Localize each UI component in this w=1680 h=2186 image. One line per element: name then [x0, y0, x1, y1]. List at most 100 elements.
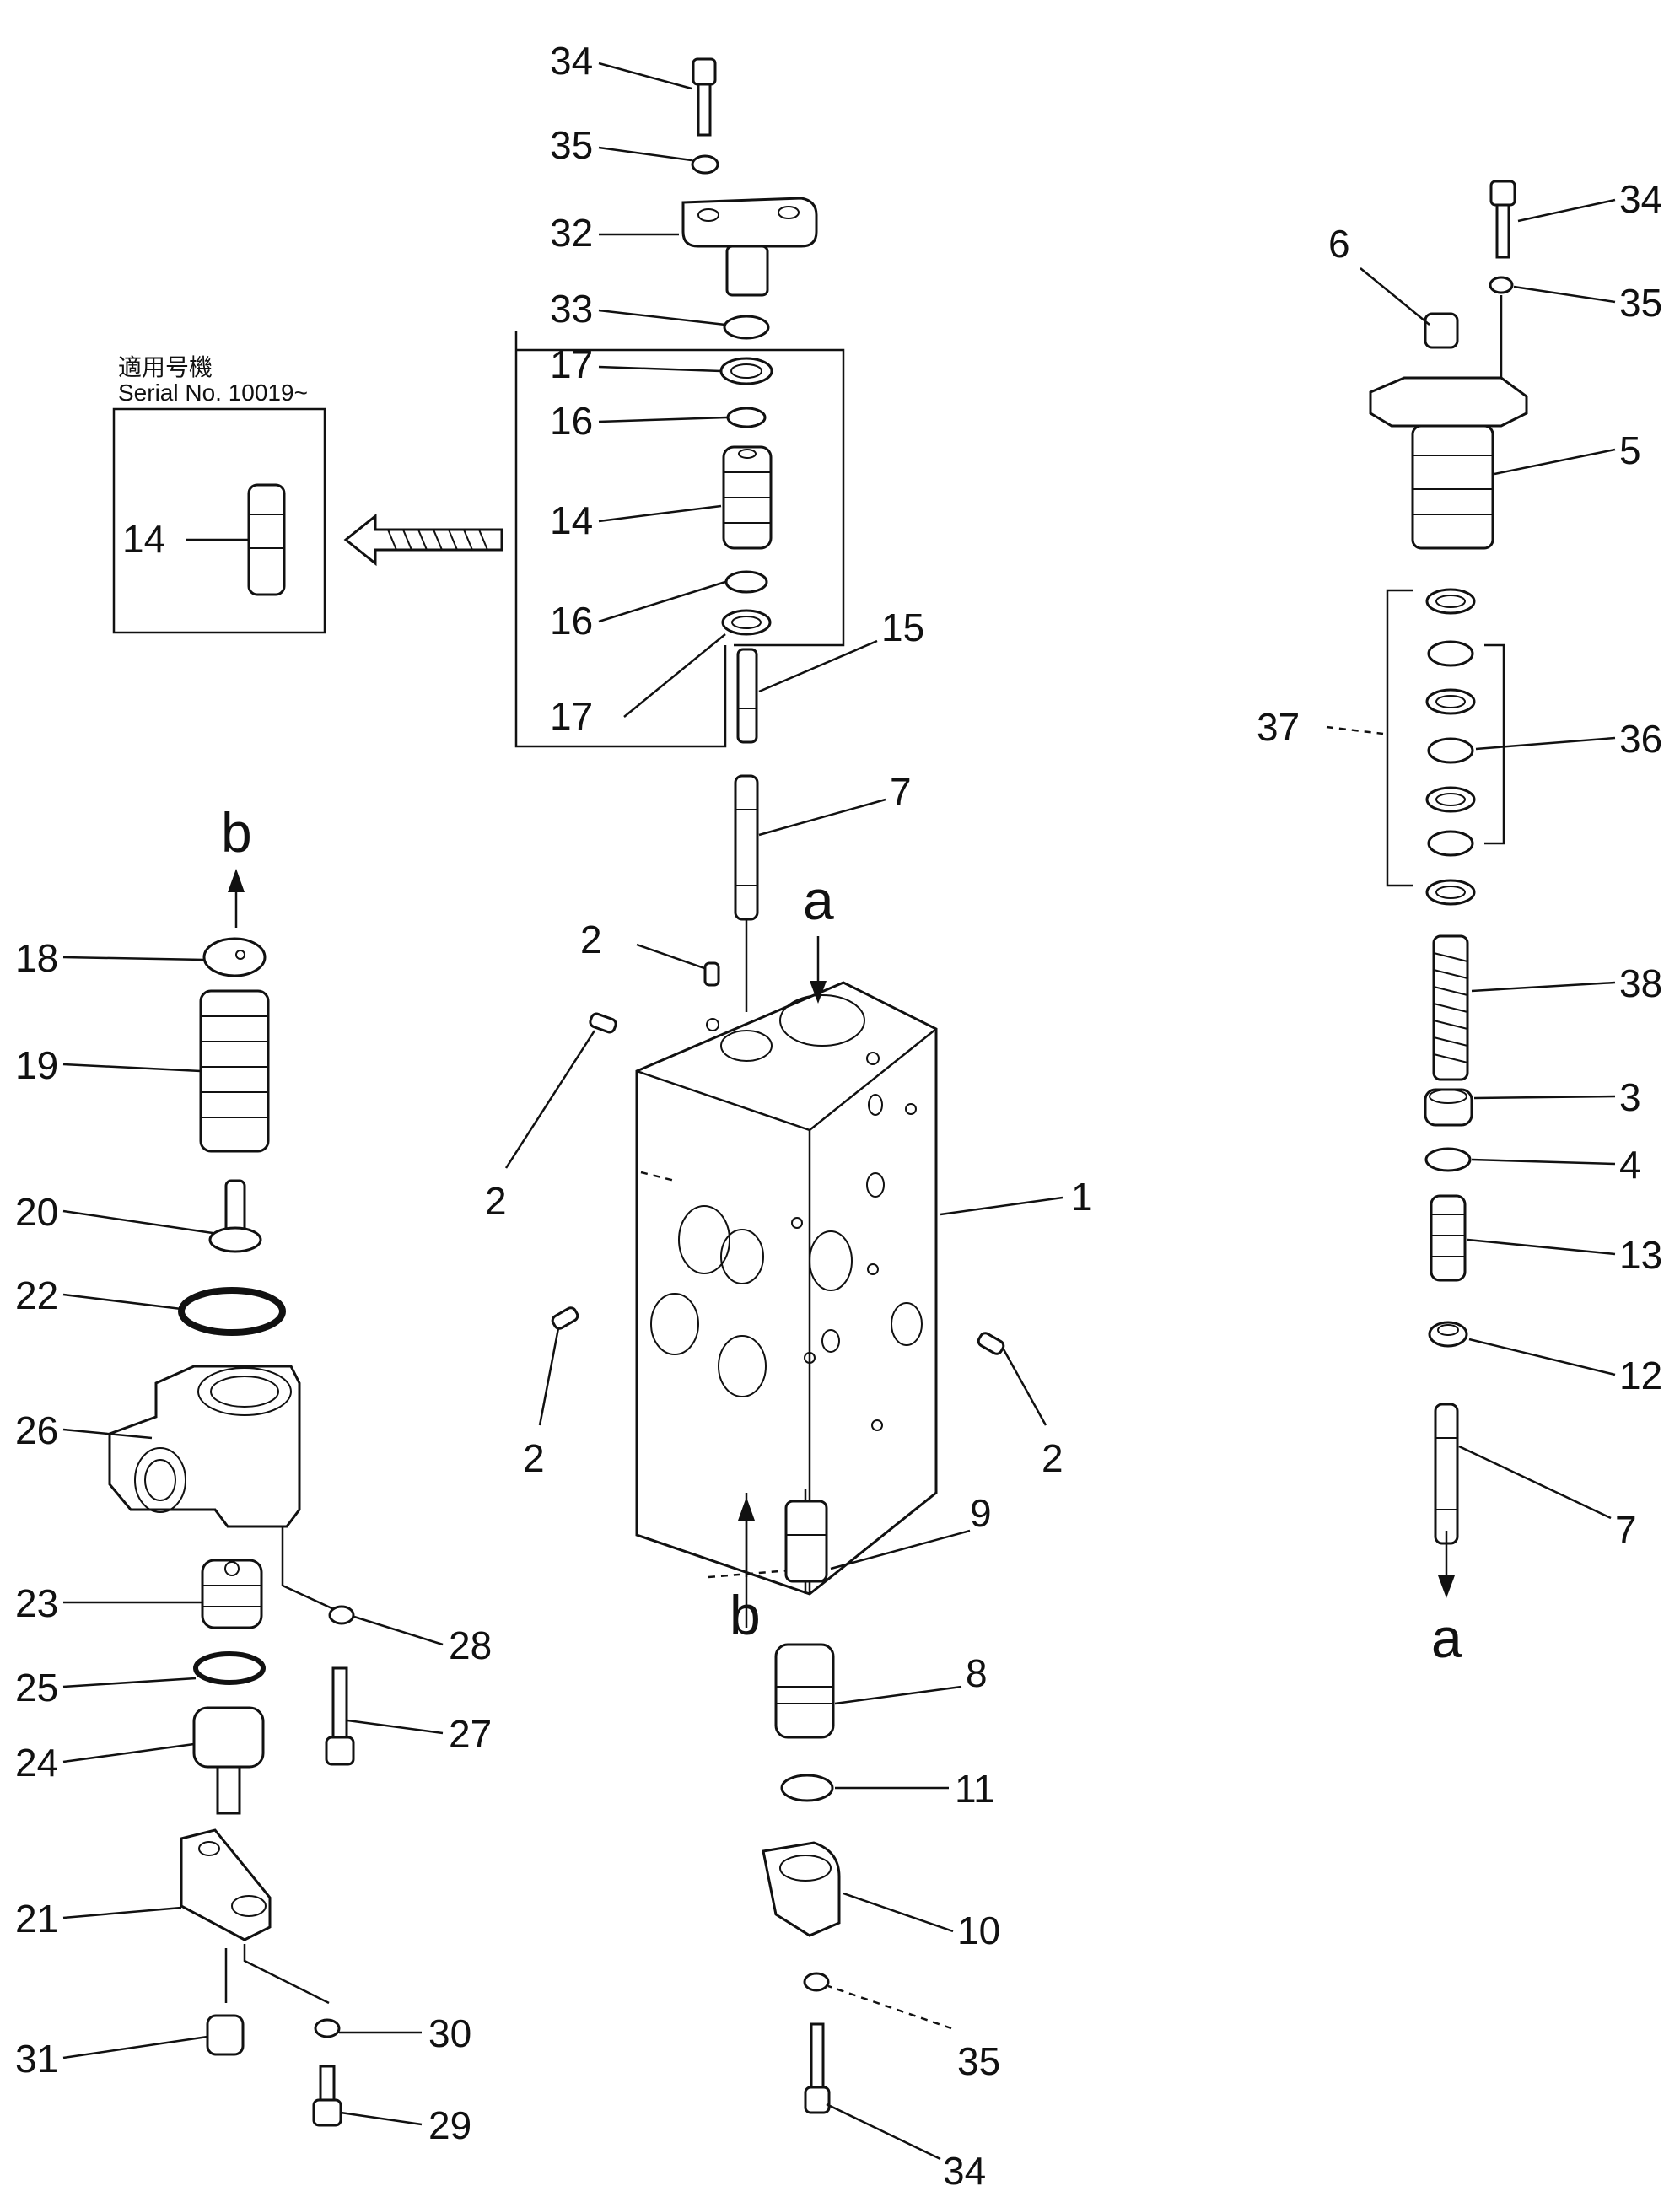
part-16-oring-top	[726, 407, 767, 428]
label-27: 27	[449, 1712, 492, 1756]
label-35-right: 35	[1619, 281, 1662, 325]
label-35-top: 35	[550, 123, 593, 167]
label-11: 11	[955, 1767, 995, 1811]
part-19-spring	[199, 989, 270, 1153]
label-5: 5	[1619, 428, 1641, 472]
part-10-cover	[762, 1841, 841, 1937]
label-32: 32	[550, 211, 593, 255]
label-26: 26	[15, 1408, 58, 1452]
part-30-washer	[314, 2018, 341, 2038]
part-21-flange	[180, 1828, 272, 1941]
part-14-spool	[722, 445, 773, 550]
label-7-center: 7	[890, 770, 912, 814]
part-28-washer	[328, 1605, 355, 1625]
label-15: 15	[881, 606, 924, 649]
part-labels: 34 35 32 33 17 16 14 16 17 15 7 14 2 2 2…	[15, 39, 1662, 2186]
flow-b-top: b	[221, 801, 252, 864]
label-19: 19	[15, 1043, 58, 1087]
label-3: 3	[1619, 1075, 1641, 1119]
part-16-oring-bottom	[724, 570, 768, 594]
label-34-top: 34	[550, 39, 593, 83]
part-34-bolt-right	[1489, 180, 1516, 259]
serial-inset	[112, 407, 326, 634]
part-34-bolt-bottom	[804, 2022, 831, 2114]
label-16-top: 16	[550, 399, 593, 443]
label-2-top: 2	[580, 918, 602, 961]
label-6: 6	[1328, 222, 1350, 266]
part-8-valve	[774, 1643, 835, 1739]
part-26-body	[108, 1365, 301, 1528]
flow-b-bottom: b	[730, 1584, 761, 1646]
part-7-shaft-center	[734, 774, 759, 921]
assembly-bracket-14	[514, 331, 727, 748]
label-9: 9	[970, 1491, 992, 1535]
part-7-shaft-right	[1434, 1403, 1459, 1545]
part-12-seat	[1428, 1321, 1468, 1348]
part-17-seal-bottom	[721, 609, 772, 636]
part-24-piston	[192, 1706, 265, 1815]
label-33: 33	[550, 287, 593, 331]
label-36: 36	[1619, 717, 1662, 761]
part-4-oring	[1424, 1147, 1472, 1172]
part-3-retainer	[1424, 1088, 1473, 1127]
label-16-bottom: 16	[550, 599, 593, 643]
label-18: 18	[15, 936, 58, 980]
part-5-housing	[1369, 376, 1528, 550]
serial-jp: 適用号機	[118, 354, 213, 380]
part-1-valve-body	[635, 981, 938, 1596]
label-29: 29	[428, 2103, 471, 2147]
flow-arrows	[228, 869, 1455, 1598]
part-35-washer-top	[691, 154, 719, 175]
label-21: 21	[15, 1897, 58, 1941]
part-35-washer-right	[1489, 276, 1514, 294]
part-38-spring	[1432, 934, 1469, 1081]
label-17-bottom: 17	[550, 694, 593, 738]
hatched-arrow	[343, 513, 503, 567]
label-2-left-lower: 2	[523, 1436, 545, 1480]
part-23-plug	[201, 1559, 263, 1629]
label-34-right: 34	[1619, 177, 1662, 221]
part-25-oring	[193, 1651, 266, 1685]
label-7-right: 7	[1615, 1508, 1637, 1552]
label-13: 13	[1619, 1233, 1662, 1277]
label-38: 38	[1619, 961, 1662, 1005]
flow-letters: b a b a	[221, 801, 1462, 1669]
label-14-main: 14	[550, 498, 593, 542]
part-37-seal-set	[1425, 588, 1476, 906]
part-2-plugs	[551, 961, 1005, 1355]
label-8: 8	[966, 1651, 988, 1695]
part-34-bolt-top	[692, 57, 717, 137]
part-36-oring-set	[1427, 640, 1474, 857]
part-13-spring	[1430, 1194, 1467, 1282]
part-20-poppet	[208, 1179, 262, 1253]
label-34-bottom: 34	[943, 2149, 986, 2186]
part-27-bolt	[325, 1666, 355, 1766]
part-18-cap	[202, 937, 267, 977]
part-35-washer-bottom	[803, 1972, 830, 1992]
serial-en: Serial No. 10019~	[118, 380, 308, 406]
flow-a-bottom: a	[1431, 1607, 1462, 1669]
label-23: 23	[15, 1581, 58, 1625]
label-4: 4	[1619, 1143, 1641, 1187]
label-31: 31	[15, 2037, 58, 2081]
leader-lines	[62, 62, 1616, 2161]
label-25: 25	[15, 1666, 58, 1709]
label-12: 12	[1619, 1354, 1662, 1397]
part-9-plug	[784, 1500, 828, 1583]
label-20: 20	[15, 1190, 58, 1234]
label-10: 10	[957, 1909, 1000, 1952]
part-15-pin	[736, 648, 758, 744]
label-1: 1	[1071, 1175, 1093, 1219]
label-37: 37	[1257, 705, 1300, 749]
label-28: 28	[449, 1623, 492, 1667]
part-11-oring	[780, 1774, 834, 1802]
part-32-cover	[681, 197, 818, 297]
part-33-oring	[723, 315, 770, 340]
part-6-nut	[1424, 312, 1459, 349]
label-30: 30	[428, 2011, 471, 2055]
label-14-inset: 14	[122, 517, 165, 561]
label-22: 22	[15, 1273, 58, 1317]
label-2-right: 2	[1042, 1436, 1063, 1480]
part-31-nut	[206, 2014, 245, 2056]
